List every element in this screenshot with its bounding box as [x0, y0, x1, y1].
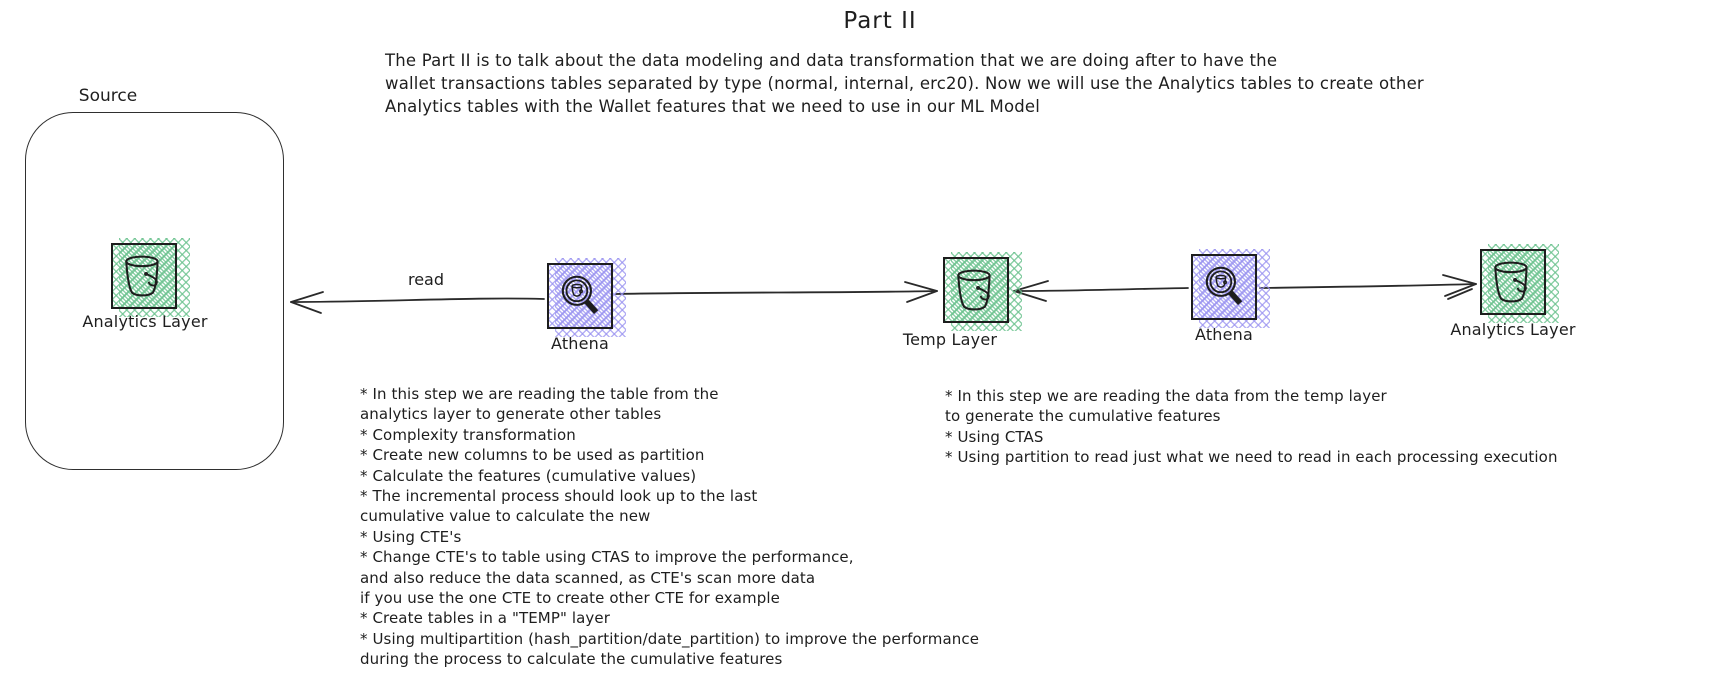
athena2-to-analytics-arrow: [1259, 274, 1477, 300]
s3-bucket-temp-layer: [943, 252, 1022, 331]
athena2-to-temp-arrow: [1013, 280, 1189, 302]
read-arrow-label: read: [407, 270, 445, 289]
s3-bucket-icon: [957, 269, 991, 311]
notes-left: * In this step we are reading the table …: [360, 385, 980, 669]
s3-bucket-analytics-target: [1480, 244, 1559, 323]
node-label-analytics-source: Analytics Layer: [82, 312, 208, 331]
icon-frame: [111, 243, 177, 309]
icon-frame: [1191, 254, 1257, 320]
source-group-label: Source: [78, 86, 138, 106]
intro-text: The Part II is to talk about the data mo…: [385, 51, 1424, 116]
node-label-analytics-target: Analytics Layer: [1450, 320, 1576, 339]
athena-magnifier-icon: [561, 275, 599, 315]
athena-icon-2: [1191, 249, 1270, 328]
icon-frame: [943, 257, 1009, 323]
s3-bucket-icon: [1494, 261, 1528, 303]
s3-bucket-analytics-source: [111, 238, 190, 317]
node-label-athena-2: Athena: [1194, 325, 1254, 344]
icon-frame: [1480, 249, 1546, 315]
athena1-to-temp-arrow: [615, 281, 938, 303]
read-arrow: [290, 291, 545, 314]
source-group-box: [25, 112, 284, 470]
athena-icon-1: [547, 258, 626, 337]
node-label-temp-layer: Temp Layer: [902, 330, 998, 349]
notes-right: * In this step we are reading the data f…: [945, 387, 1558, 467]
node-label-athena-1: Athena: [550, 334, 610, 353]
athena-magnifier-icon: [1205, 266, 1243, 306]
icon-frame: [547, 263, 613, 329]
s3-bucket-icon: [125, 255, 159, 297]
page-title: Part II: [843, 8, 917, 34]
